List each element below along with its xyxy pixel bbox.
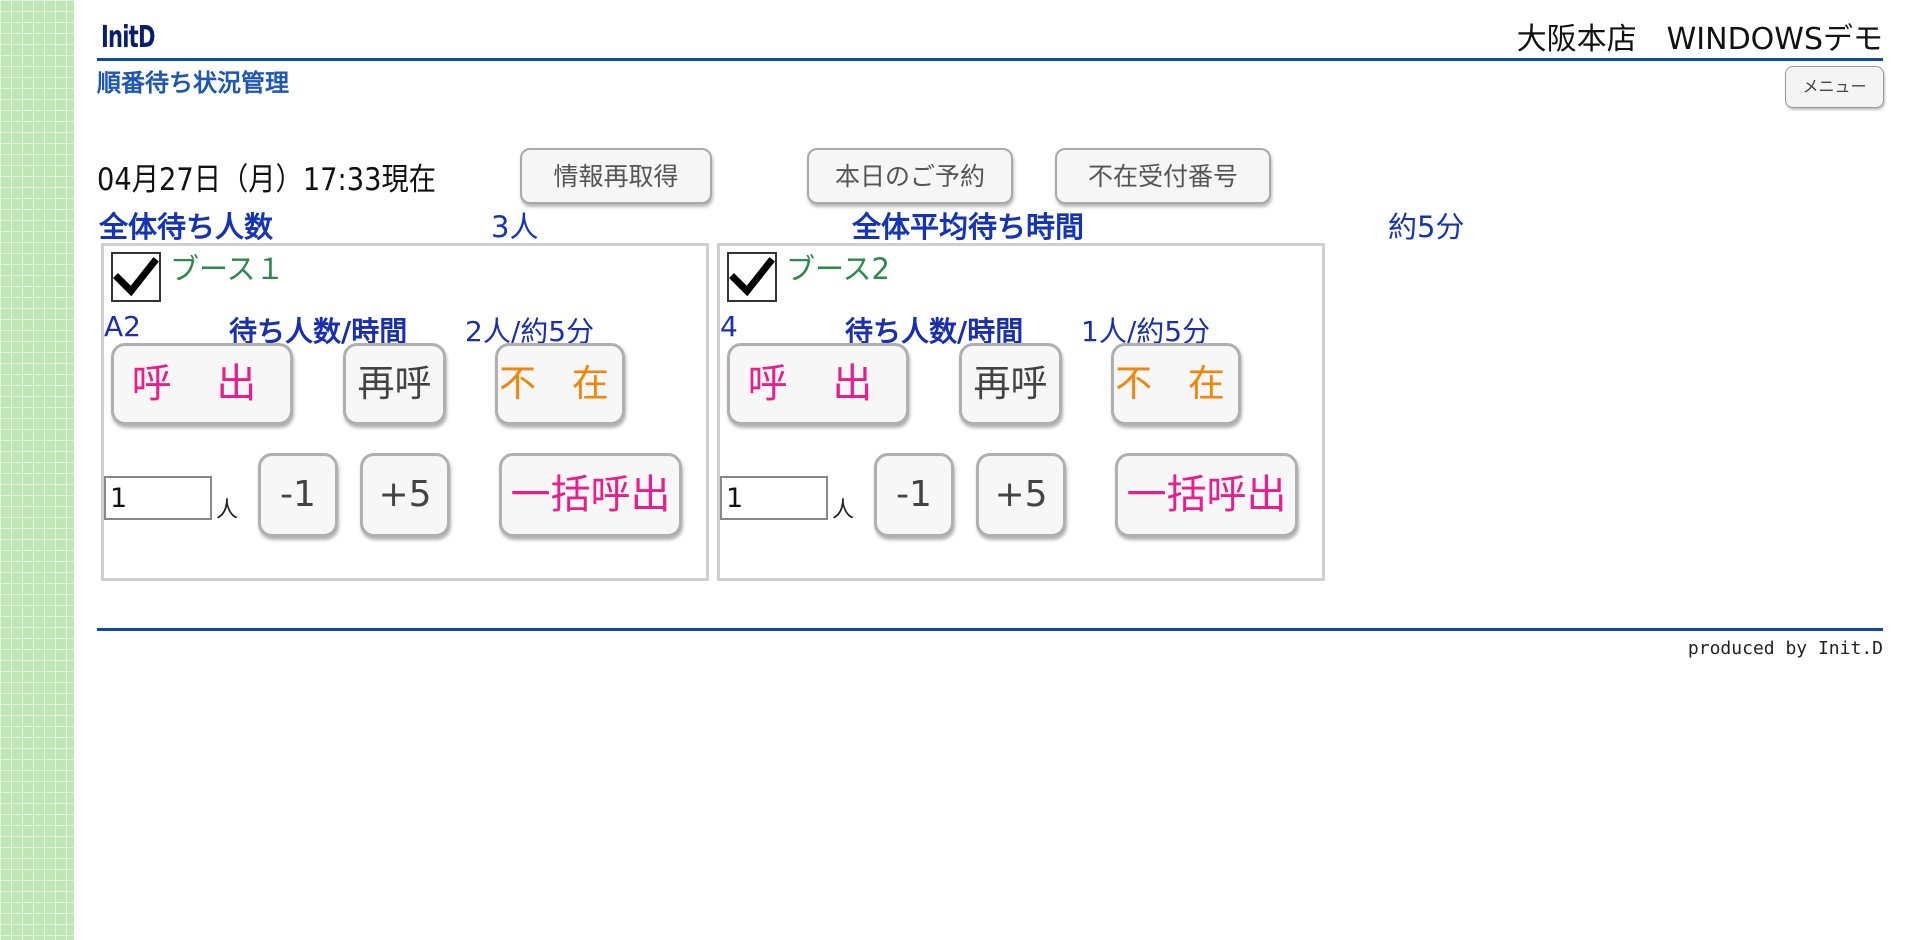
booth-name: ブース2 <box>786 252 891 286</box>
avg-wait-value: 約5分 <box>1388 210 1465 244</box>
increment-5-button[interactable]: +5 <box>976 453 1066 537</box>
count-unit-label: 人 <box>832 498 855 523</box>
absent-button[interactable]: 不 在 <box>495 343 625 425</box>
initd-logo: InitD <box>101 20 155 55</box>
wait-count-time-label: 待ち人数/時間 <box>845 315 1024 348</box>
avg-wait-label: 全体平均待ち時間 <box>852 210 1085 244</box>
recall-button[interactable]: 再呼 <box>343 343 446 425</box>
wait-count-time-value: 1人/約5分 <box>1081 315 1211 348</box>
menu-button[interactable]: メニュー <box>1785 66 1884 108</box>
booth-2-checkbox[interactable] <box>727 252 777 302</box>
call-button[interactable]: 呼 出 <box>727 343 909 425</box>
wait-count-time-value: 2人/約5分 <box>465 315 595 348</box>
refresh-info-button[interactable]: 情報再取得 <box>520 148 712 204</box>
recall-button[interactable]: 再呼 <box>959 343 1062 425</box>
footer-divider <box>97 628 1883 631</box>
header-divider <box>97 58 1883 61</box>
footer-credit: produced by Init.D <box>1687 638 1883 659</box>
current-datetime: 04月27日（月）17:33現在 <box>97 162 437 198</box>
call-count-input[interactable] <box>104 476 212 520</box>
booth-panel-2: ブース2 4 待ち人数/時間 1人/約5分 呼 出 再呼 不 在 人 -1 +5… <box>717 243 1325 581</box>
absent-numbers-button[interactable]: 不在受付番号 <box>1055 148 1271 204</box>
total-waiting-value: 3人 <box>491 210 539 244</box>
bulk-call-button[interactable]: 一括呼出 <box>1115 453 1298 537</box>
increment-5-button[interactable]: +5 <box>360 453 450 537</box>
current-number: A2 <box>104 310 141 343</box>
call-count-input[interactable] <box>720 476 828 520</box>
page-title: 順番待ち状況管理 <box>97 69 289 97</box>
booth-1-checkbox[interactable] <box>111 252 161 302</box>
absent-button[interactable]: 不 在 <box>1111 343 1241 425</box>
checkmark-icon <box>729 257 775 297</box>
booth-name: ブース１ <box>170 252 285 286</box>
bulk-call-button[interactable]: 一括呼出 <box>499 453 682 537</box>
checkmark-icon <box>113 257 159 297</box>
store-title: 大阪本店 WINDOWSデモ <box>1516 22 1883 57</box>
decrement-button[interactable]: -1 <box>874 453 954 537</box>
left-decor-strip <box>0 0 74 940</box>
total-waiting-label: 全体待ち人数 <box>99 210 274 244</box>
todays-reservations-button[interactable]: 本日のご予約 <box>807 148 1013 204</box>
decrement-button[interactable]: -1 <box>258 453 338 537</box>
booth-panel-1: ブース１ A2 待ち人数/時間 2人/約5分 呼 出 再呼 不 在 人 -1 +… <box>101 243 709 581</box>
count-unit-label: 人 <box>216 498 239 523</box>
call-button[interactable]: 呼 出 <box>111 343 293 425</box>
wait-count-time-label: 待ち人数/時間 <box>229 315 408 348</box>
current-number: 4 <box>720 310 738 343</box>
